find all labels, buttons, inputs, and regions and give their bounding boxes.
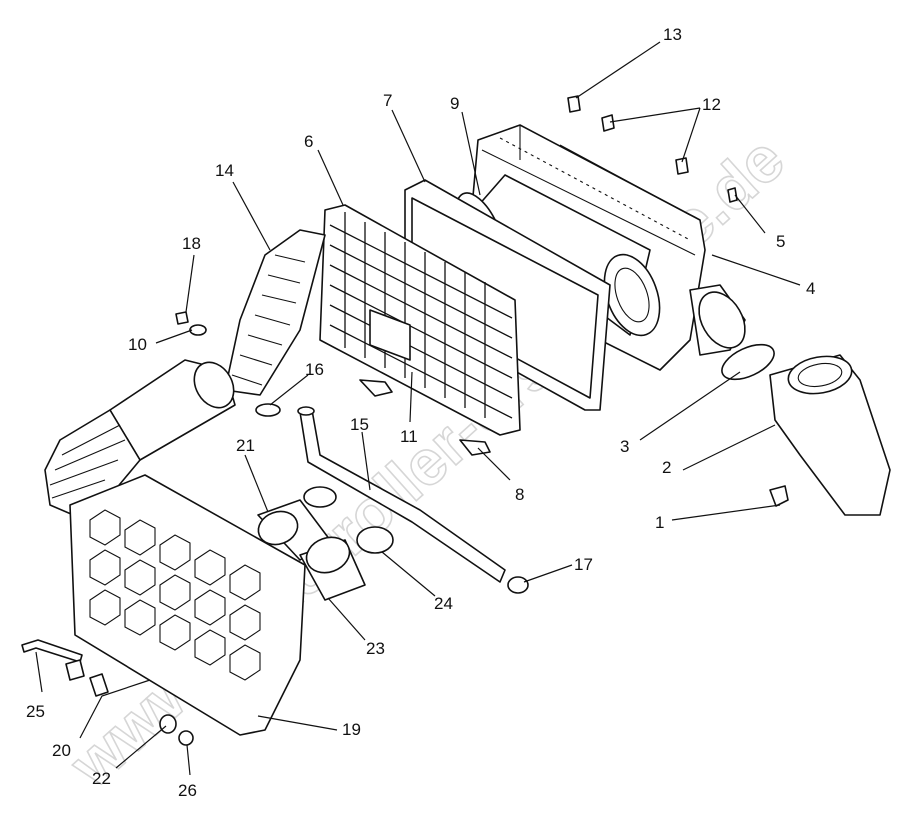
callout-22: 22 bbox=[92, 769, 111, 788]
sleeve-part-20 bbox=[89, 673, 109, 697]
callout-5: 5 bbox=[776, 232, 785, 251]
bolt-part-25 bbox=[21, 639, 83, 663]
callout-8: 8 bbox=[515, 485, 524, 504]
callout-17: 17 bbox=[574, 555, 593, 574]
callout-24: 24 bbox=[434, 594, 453, 613]
air-box-cover-part bbox=[319, 204, 521, 436]
callout-6: 6 bbox=[304, 132, 313, 151]
washer-part-10 bbox=[189, 324, 207, 336]
callout-13: 13 bbox=[663, 25, 682, 44]
callout-14: 14 bbox=[215, 161, 234, 180]
clip-part-a bbox=[359, 379, 393, 397]
callout-10: 10 bbox=[128, 335, 147, 354]
callout-18: 18 bbox=[182, 234, 201, 253]
outlet-elbow-part bbox=[769, 354, 891, 516]
cap-part-17 bbox=[507, 576, 529, 594]
callout-21: 21 bbox=[236, 436, 255, 455]
callout-2: 2 bbox=[662, 458, 671, 477]
breather-hose-part bbox=[299, 409, 506, 583]
callout-3: 3 bbox=[620, 437, 629, 456]
clamp-part-16 bbox=[255, 403, 281, 417]
screw-part-13 bbox=[567, 95, 581, 113]
bolt-part-18 bbox=[175, 311, 189, 325]
hose-clamp-ring bbox=[193, 361, 235, 409]
callout-25: 25 bbox=[26, 702, 45, 721]
hose-end-part bbox=[297, 406, 315, 416]
leader-lines bbox=[35, 41, 801, 776]
screw-part-5 bbox=[727, 187, 738, 203]
callout-16: 16 bbox=[305, 360, 324, 379]
nut-part-26 bbox=[178, 730, 194, 746]
callout-1: 1 bbox=[655, 513, 664, 532]
ring-clamp-part-3 bbox=[721, 343, 775, 381]
screw-part-12a bbox=[601, 114, 615, 132]
callout-12: 12 bbox=[702, 95, 721, 114]
grommet-part-22 bbox=[159, 714, 177, 734]
duct-part-23 bbox=[299, 536, 366, 601]
clip-part-b bbox=[459, 439, 491, 456]
callout-23: 23 bbox=[366, 639, 385, 658]
callout-26: 26 bbox=[178, 781, 197, 800]
spacer-part-20 bbox=[65, 659, 85, 681]
callout-20: 20 bbox=[52, 741, 71, 760]
clamp-part-24b bbox=[303, 486, 337, 508]
callout-9: 9 bbox=[450, 94, 459, 113]
silencer-box-part bbox=[69, 474, 306, 736]
callout-19: 19 bbox=[342, 720, 361, 739]
callout-15: 15 bbox=[350, 415, 369, 434]
callout-7: 7 bbox=[383, 91, 392, 110]
callout-4: 4 bbox=[806, 279, 815, 298]
intake-hose-part bbox=[224, 229, 326, 396]
callout-11: 11 bbox=[400, 427, 418, 446]
clamp-part-24 bbox=[356, 526, 394, 554]
grommet-part-1 bbox=[769, 485, 789, 507]
